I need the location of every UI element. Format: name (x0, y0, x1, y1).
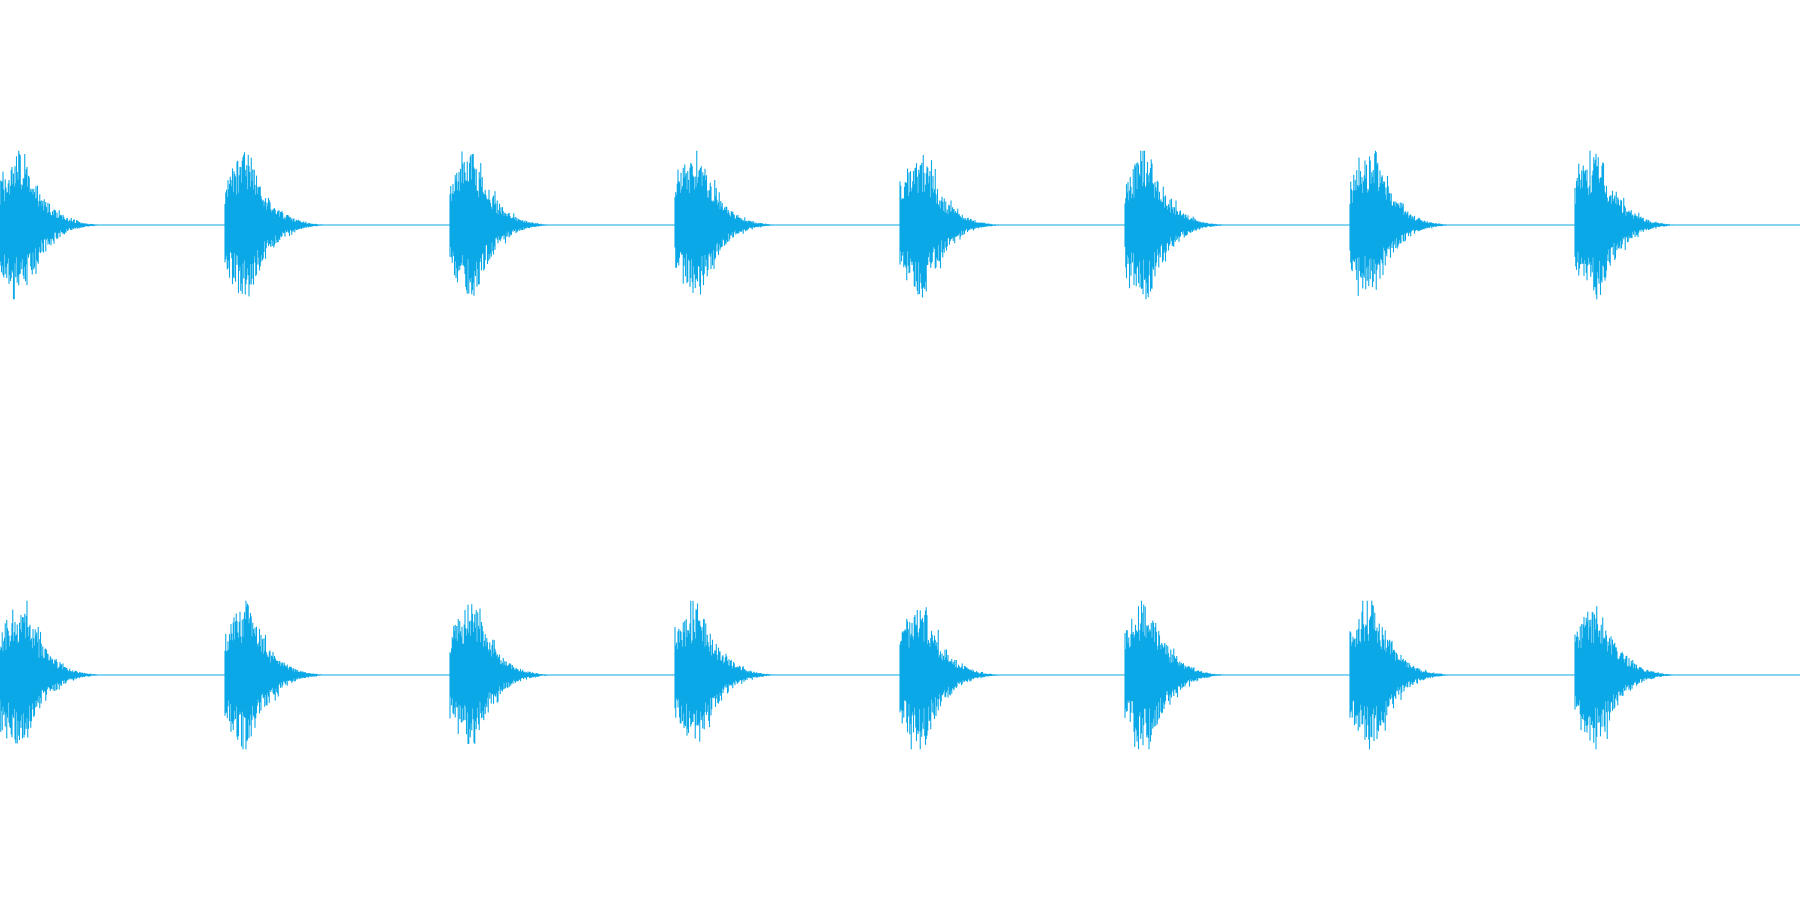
channel-1-event-8 (1574, 150, 1683, 300)
channel-2-event-8 (1574, 606, 1683, 750)
channel-1-event-1 (0, 150, 108, 300)
channel-2-event-2 (224, 600, 333, 750)
channel-2-event-4 (674, 600, 783, 742)
channel-2-event-3 (449, 604, 558, 744)
channel-2-event-6 (1124, 600, 1233, 750)
channel-1-event-2 (224, 152, 333, 297)
channel-2-event-7 (1349, 600, 1458, 750)
channel-1-event-6 (1124, 150, 1233, 300)
channel-2-event-1 (0, 600, 108, 744)
channel-1-event-3 (449, 151, 558, 296)
channel-2-event-5 (899, 607, 1008, 750)
channels-layer (0, 150, 1800, 750)
channel-1-event-7 (1349, 150, 1458, 296)
channel-1-waveform (0, 150, 1800, 300)
channel-1-event-5 (899, 155, 1008, 298)
channel-1-event-4 (674, 150, 783, 295)
channel-2-waveform (0, 600, 1800, 750)
